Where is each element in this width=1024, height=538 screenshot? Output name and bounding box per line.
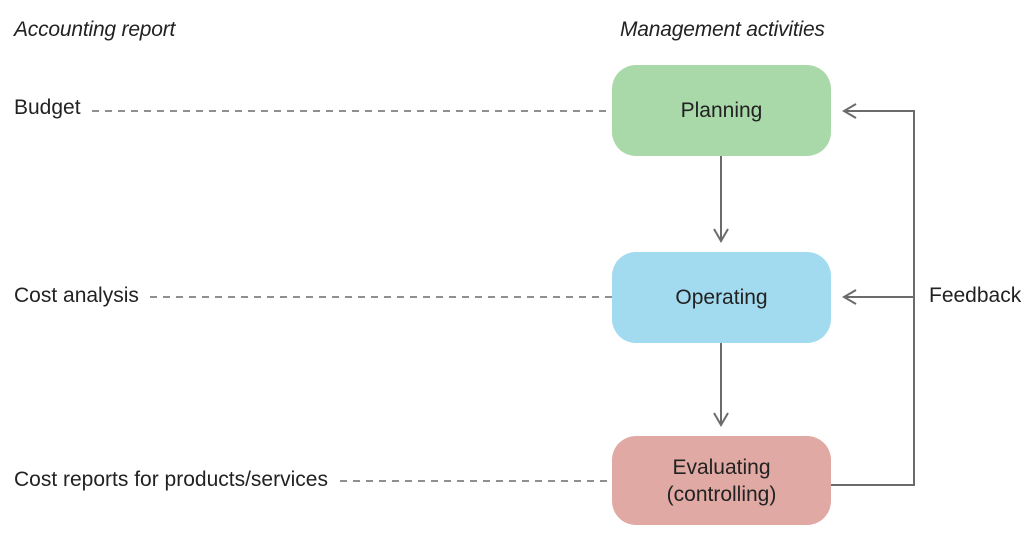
feedback-label: Feedback: [929, 284, 1022, 308]
activity-operating-label: Operating: [675, 286, 768, 309]
management-activities-heading: Management activities: [620, 18, 825, 41]
report-budget: Budget: [14, 96, 91, 120]
activity-planning-label: Planning: [680, 99, 763, 122]
accounting-report-heading: Accounting report: [14, 18, 176, 41]
activity-operating-box: Operating: [612, 252, 831, 343]
report-cost-analysis: Cost analysis: [14, 284, 149, 308]
report-cost-reports: Cost reports for products/services: [14, 468, 338, 492]
activity-evaluating-label-line2: (controlling): [666, 482, 777, 506]
activity-planning-box: Planning: [612, 65, 831, 156]
activity-evaluating-box: Evaluating (controlling): [612, 436, 831, 525]
activity-evaluating-label-line1: Evaluating: [672, 455, 771, 479]
